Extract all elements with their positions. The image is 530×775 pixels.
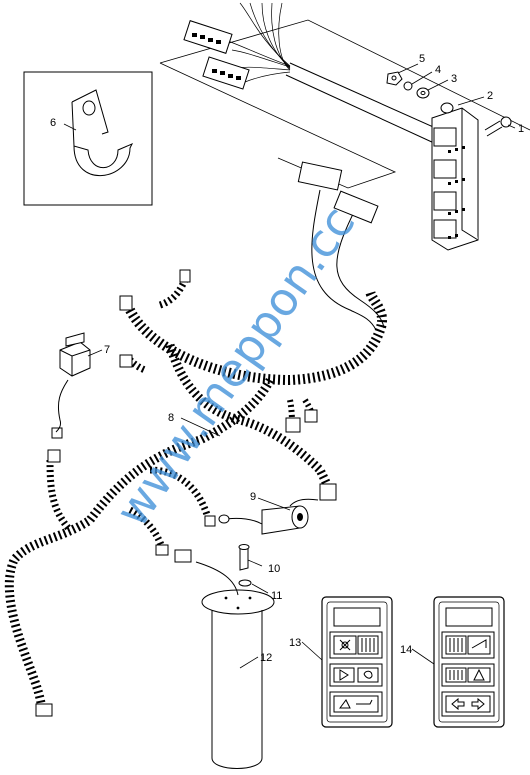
callout-13: 13 bbox=[289, 637, 301, 649]
callout-4: 4 bbox=[435, 64, 441, 76]
callout-1: 1 bbox=[518, 123, 524, 135]
clip-inset bbox=[23, 71, 153, 206]
leader-lines bbox=[63, 63, 516, 669]
callout-2: 2 bbox=[487, 90, 493, 102]
ignition-switch bbox=[218, 498, 319, 535]
relay bbox=[55, 332, 91, 433]
callout-5: 5 bbox=[419, 53, 425, 65]
callout-6: 6 bbox=[50, 117, 56, 129]
callout-14: 14 bbox=[400, 644, 412, 656]
upper-harness-assembly bbox=[159, 2, 530, 251]
callout-7: 7 bbox=[104, 344, 110, 356]
callout-12: 12 bbox=[260, 652, 272, 664]
callout-labels: 1 2 3 4 5 6 7 8 9 10 11 12 13 14 bbox=[50, 53, 524, 664]
switch-panel-left bbox=[321, 596, 393, 728]
callout-8: 8 bbox=[168, 412, 174, 424]
callout-10: 10 bbox=[268, 563, 280, 575]
callout-11: 11 bbox=[271, 590, 282, 602]
fuel-sender bbox=[195, 544, 275, 769]
callout-3: 3 bbox=[451, 73, 457, 85]
callout-9: 9 bbox=[250, 491, 256, 503]
switch-panel-right bbox=[433, 596, 505, 728]
lower-harness bbox=[4, 161, 387, 717]
